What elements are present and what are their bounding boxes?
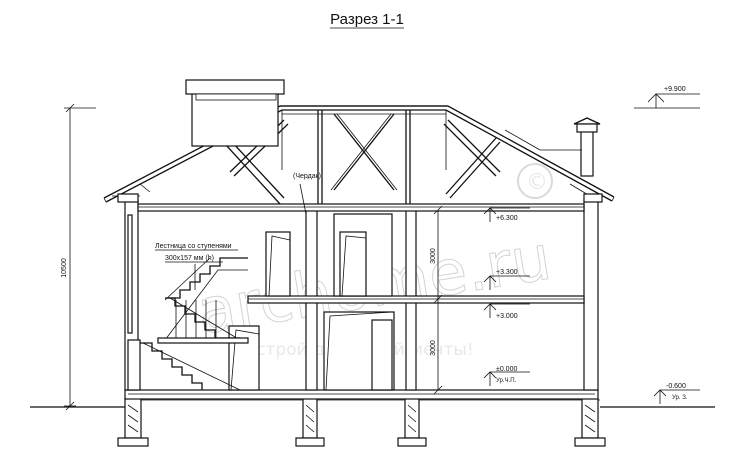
level-mark-floor2-top: +3.300 <box>483 269 530 290</box>
ground-floor-slab <box>124 389 599 400</box>
ceiling-level-text: +6.300 <box>496 215 518 222</box>
floor2-bottom-level-text: +3.000 <box>496 313 518 320</box>
floor2-top-level-text: +3.300 <box>496 269 518 276</box>
watermark-copyright-circle <box>517 163 553 199</box>
roof-level-text: +9.900 <box>664 86 686 93</box>
floor1-level-text: ±0.000 <box>496 366 517 373</box>
watermark-copyright: © <box>526 170 548 195</box>
left-window <box>127 214 133 334</box>
exterior-walls <box>124 199 599 391</box>
attic-label: (Чердак) <box>293 173 321 180</box>
level-mark-floor2-bottom: +3.000 <box>483 303 530 320</box>
second-floor-slab <box>247 295 585 304</box>
attic-floor-slab <box>137 203 585 212</box>
staircase <box>140 257 249 391</box>
ground-line <box>30 399 715 408</box>
level-mark-roof: +9.900 <box>634 86 700 109</box>
overall-height-label: 10500 <box>61 258 68 278</box>
level-mark-floor1: ±0.000 Ур.Ч.П. <box>483 366 530 386</box>
drawing-title: Разрез 1-1 <box>330 11 404 28</box>
stair-label-2: 300х157 мм (h) <box>165 255 214 262</box>
ground-level-text: -0.600 <box>666 383 686 390</box>
foundations <box>117 397 606 447</box>
level-mark-ceiling: +6.300 <box>483 207 530 222</box>
left-chimney <box>185 79 285 147</box>
roof <box>103 105 615 205</box>
level-mark-ground: -0.600 Ур. З. <box>653 383 700 404</box>
doors <box>228 213 395 391</box>
ground-level-sub: Ур. З. <box>672 395 688 401</box>
right-chimney <box>540 117 601 177</box>
floor1-height-label: 3000 <box>430 340 437 356</box>
floor-height-dimensions <box>433 205 443 395</box>
floor2-height-label: 3000 <box>430 248 437 264</box>
overall-height-dimension <box>64 103 96 411</box>
attic-leader <box>299 183 307 215</box>
stair-label-1: Лестница со ступенями <box>155 243 232 250</box>
floor1-level-sub: Ур.Ч.П. <box>496 378 517 384</box>
